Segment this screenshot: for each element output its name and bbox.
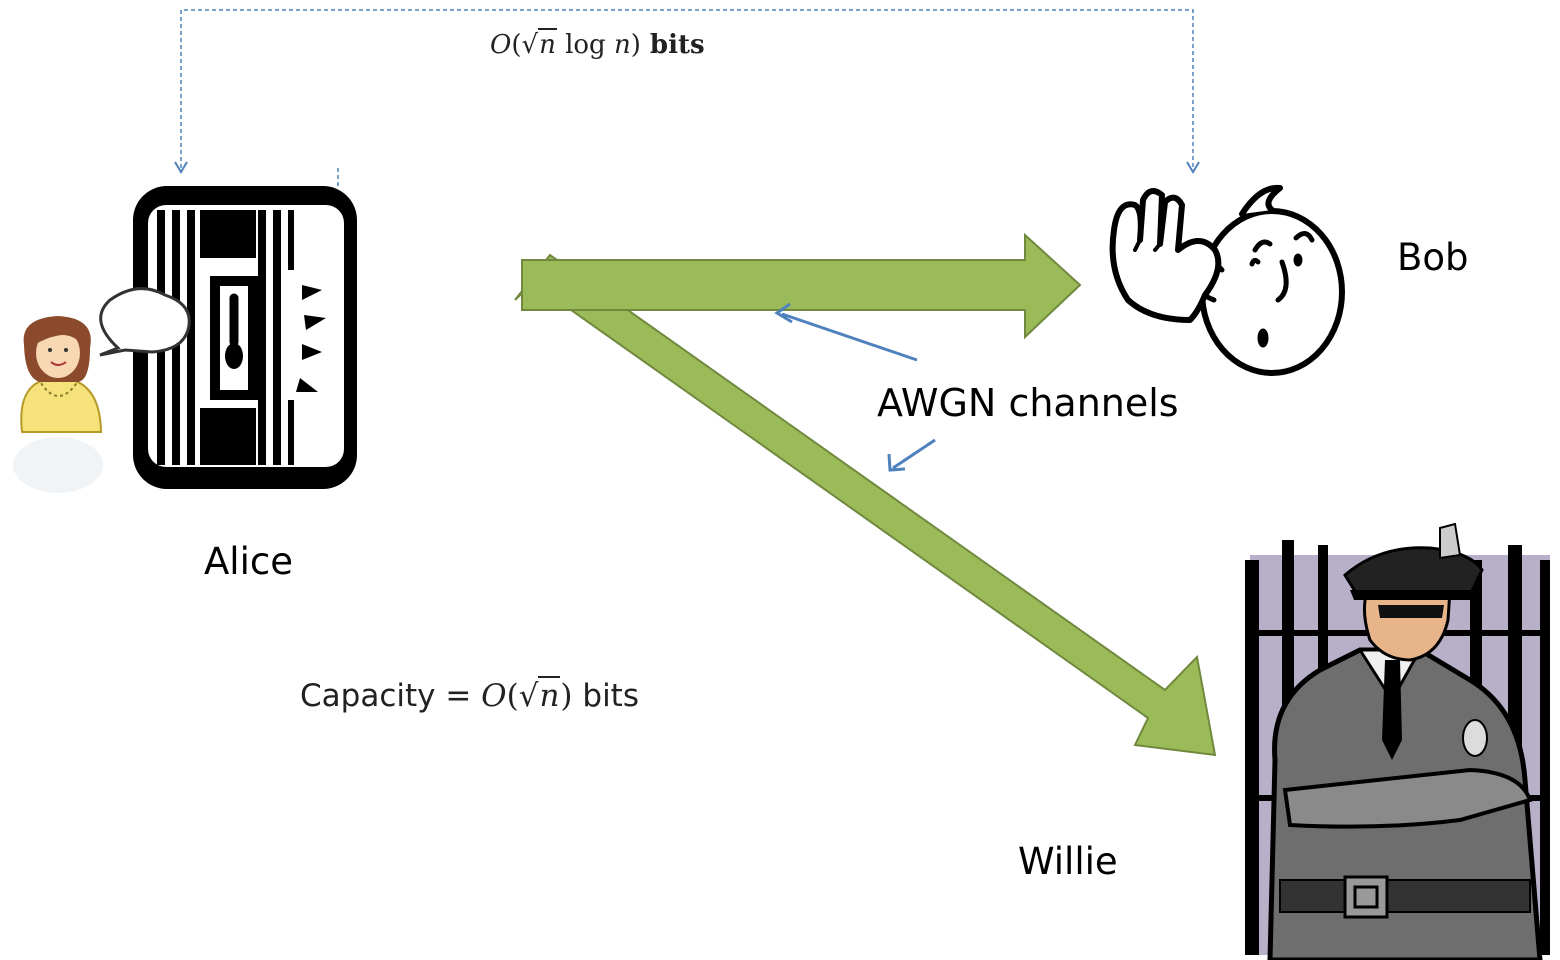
willie-icon (1245, 522, 1550, 960)
alice-label: Alice (204, 540, 293, 583)
capacity-paren-close: ) (560, 678, 573, 714)
rate-radicand: n (538, 28, 557, 60)
capacity-o: O (481, 678, 507, 714)
capacity-radicand: n (538, 676, 561, 714)
radio-transmitter-icon (133, 186, 357, 489)
rate-label: O(√n log n) bits (490, 28, 705, 60)
capacity-sqrt: √n (518, 676, 561, 714)
dashed-feedback-line (180, 9, 1194, 186)
willie-label: Willie (1018, 840, 1118, 883)
awgn-channels-label: AWGN channels (877, 381, 1179, 425)
channel-arrow-willie (514, 253, 1217, 757)
dashed-arrowheads (174, 161, 1200, 174)
capacity-label: Capacity = O(√n) bits (300, 676, 639, 714)
rate-paren-close: ) (630, 30, 641, 60)
rate-paren-open: ( (511, 30, 522, 60)
rate-o: O (490, 30, 512, 60)
rate-sqrt: √n (521, 28, 557, 60)
rate-unit: bits (640, 30, 705, 60)
capacity-prefix: Capacity = (300, 678, 482, 714)
rate-log: log (556, 30, 614, 60)
awgn-pointer-willie (887, 438, 936, 472)
awgn-pointer-bob (774, 302, 918, 362)
bob-icon (1109, 184, 1345, 376)
channel-arrow-bob (521, 232, 1082, 340)
capacity-unit: bits (572, 678, 639, 714)
capacity-paren-open: ( (506, 678, 519, 714)
speech-bubble-icon (99, 287, 191, 357)
rate-log-arg: n (613, 30, 631, 60)
alice-icon (13, 316, 103, 493)
bob-label: Bob (1397, 236, 1469, 279)
